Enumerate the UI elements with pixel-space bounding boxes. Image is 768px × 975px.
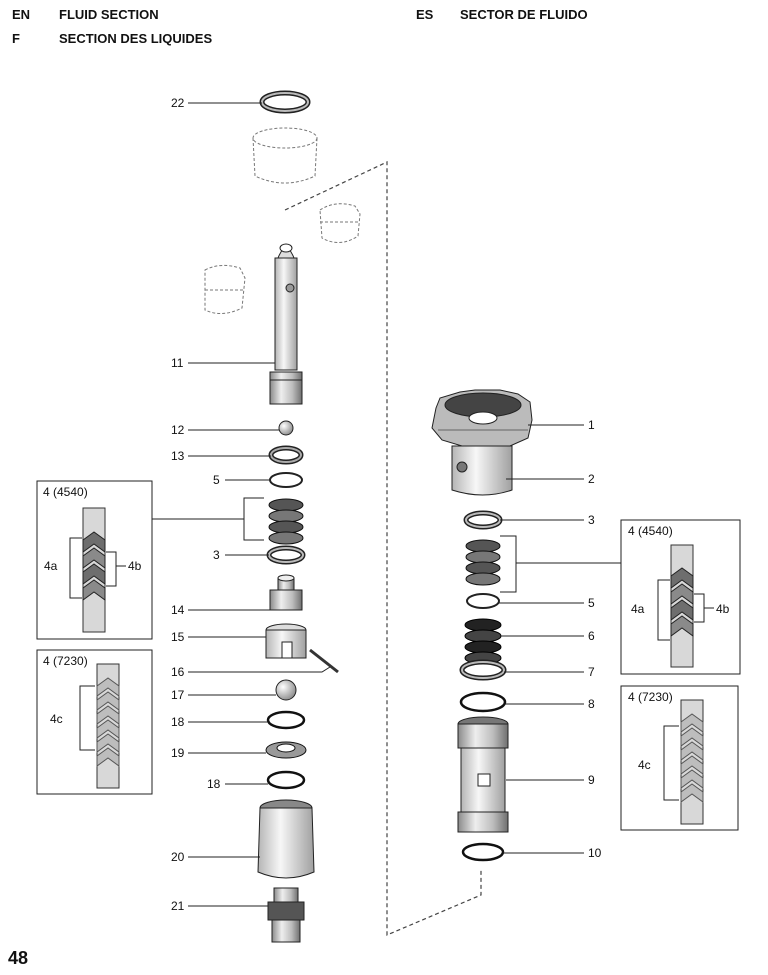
inset-left-7230-title: 4 (7230) xyxy=(43,654,88,668)
inset-right-4540-4b: 4b xyxy=(716,602,730,616)
part-3-gland-left xyxy=(266,545,306,565)
callout-6: 6 xyxy=(588,629,595,643)
part-7-washer xyxy=(459,659,507,681)
callout-3-left: 3 xyxy=(213,548,220,562)
callout-14: 14 xyxy=(171,603,185,617)
header-f-title: SECTION DES LIQUIDES xyxy=(59,31,213,46)
callout-10: 10 xyxy=(588,846,602,860)
callout-16: 16 xyxy=(171,665,185,679)
part-21-fitting xyxy=(267,887,305,943)
header-es-title: SECTOR DE FLUIDO xyxy=(460,7,588,22)
part-5-gland-right xyxy=(466,593,500,609)
part-18-oring-a xyxy=(266,710,306,730)
callout-11: 11 xyxy=(171,356,184,370)
part-14-valve-seat xyxy=(269,574,303,611)
callout-21: 21 xyxy=(171,899,185,913)
part-13-washer xyxy=(268,445,304,465)
part-sleeve-ghost xyxy=(252,127,318,184)
callout-18-a: 18 xyxy=(171,715,185,729)
inset-left-4540-title: 4 (4540) xyxy=(43,485,88,499)
header-en-title: FLUID SECTION xyxy=(59,7,159,22)
left-leader-lines xyxy=(152,102,331,907)
part-18-oring-b xyxy=(266,770,306,790)
inset-right-7230: 4 (7230) 4c xyxy=(620,685,739,831)
part-11-piston-rod xyxy=(269,243,303,405)
assembly-dashed-line xyxy=(284,161,482,936)
callout-2: 2 xyxy=(588,472,595,486)
inset-right-4540-4a: 4a xyxy=(631,602,645,616)
part-2-pump-housing xyxy=(451,445,513,496)
part-9-cylinder xyxy=(457,716,509,833)
part-17-ball xyxy=(275,679,297,701)
inset-left-4540: 4 (4540) 4a 4b xyxy=(36,480,153,640)
part-8-oring xyxy=(459,691,507,713)
callout-17: 17 xyxy=(171,688,185,702)
callout-1: 1 xyxy=(588,418,595,432)
callout-13: 13 xyxy=(171,449,185,463)
callout-22: 22 xyxy=(171,96,185,110)
right-leader-lines xyxy=(499,424,621,854)
part-4-packings-right xyxy=(465,539,501,586)
page-number: 48 xyxy=(8,948,29,968)
callout-7: 7 xyxy=(588,665,595,679)
part-4-packings-left xyxy=(268,498,304,545)
part-20-intake-housing xyxy=(257,799,315,879)
part-clip-ghost-right xyxy=(319,203,361,243)
part-12-ball xyxy=(278,420,294,436)
part-clip-ghost-left xyxy=(204,264,246,314)
part-19-seat xyxy=(265,741,307,759)
callout-12: 12 xyxy=(171,423,185,437)
callout-3-right: 3 xyxy=(588,513,595,527)
part-6-spring xyxy=(464,618,502,665)
inset-left-4540-4a: 4a xyxy=(44,559,58,573)
callout-5-left: 5 xyxy=(213,473,220,487)
callout-5-right: 5 xyxy=(588,596,595,610)
callout-20: 20 xyxy=(171,850,185,864)
header-es-code: ES xyxy=(416,7,434,22)
inset-right-4540-title: 4 (4540) xyxy=(628,524,673,538)
inset-left-4540-4b: 4b xyxy=(128,559,142,573)
part-1-packing-nut xyxy=(431,389,533,447)
part-16-pin xyxy=(309,648,339,674)
part-22-ring xyxy=(259,90,311,114)
inset-right-7230-title: 4 (7230) xyxy=(628,690,673,704)
part-15-cage xyxy=(265,623,307,659)
callout-18-b: 18 xyxy=(207,777,221,791)
inset-left-7230-4c: 4c xyxy=(50,712,63,726)
callout-15: 15 xyxy=(171,630,185,644)
inset-right-4540: 4 (4540) 4a 4b xyxy=(620,519,741,675)
callout-19: 19 xyxy=(171,746,185,760)
part-5-gland-left xyxy=(269,472,303,488)
header-en-code: EN xyxy=(12,7,31,22)
part-3-gland-right xyxy=(463,510,503,530)
header-f-code: F xyxy=(12,31,20,46)
callout-9: 9 xyxy=(588,773,595,787)
callout-8: 8 xyxy=(588,697,595,711)
inset-right-7230-4c: 4c xyxy=(638,758,651,772)
part-10-oring xyxy=(461,842,505,862)
inset-left-7230: 4 (7230) 4c xyxy=(36,649,153,795)
